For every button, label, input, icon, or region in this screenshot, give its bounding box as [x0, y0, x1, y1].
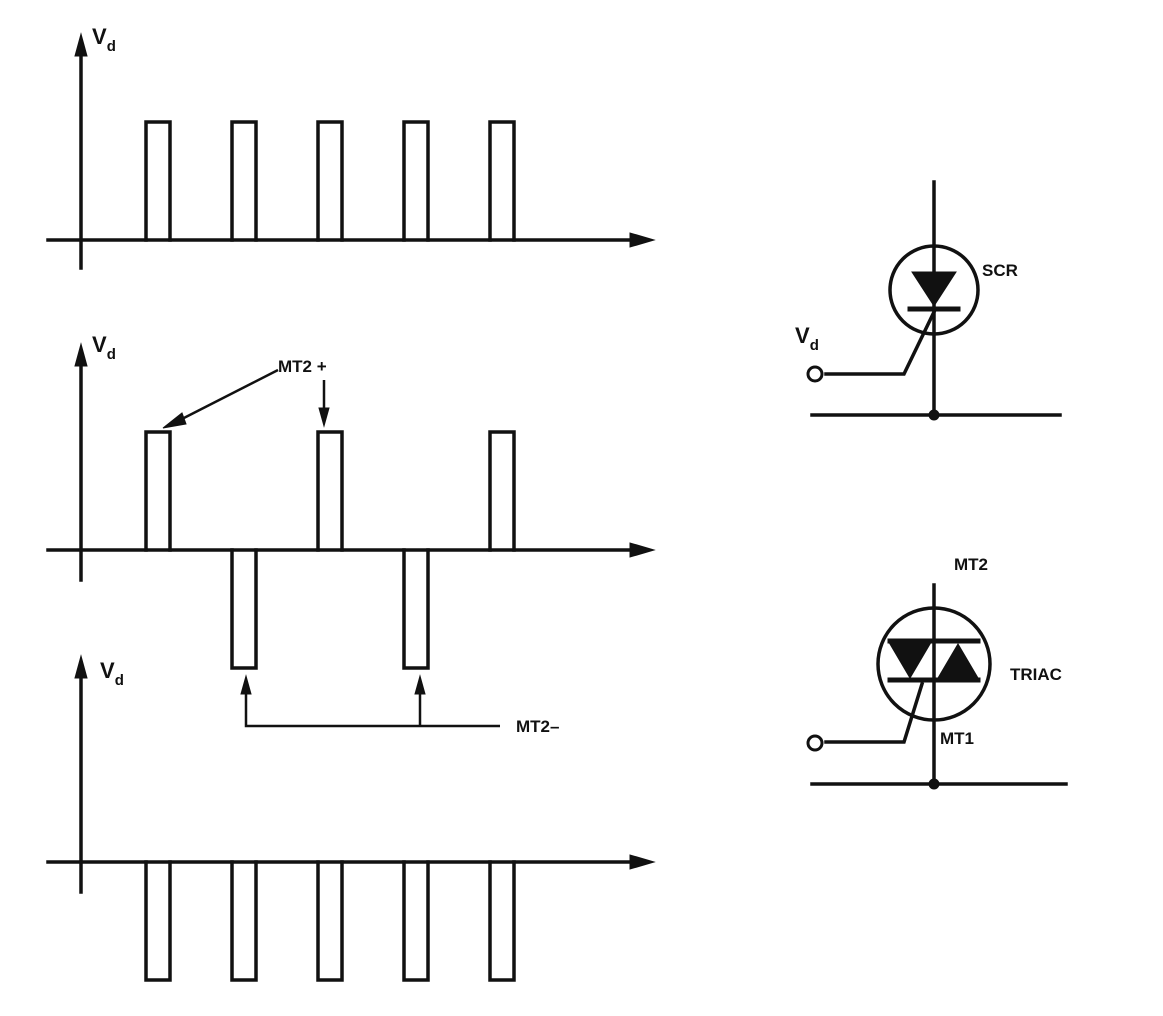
y-axis-arrowhead-3 [74, 654, 88, 679]
mt2-minus-leader [244, 692, 500, 728]
triac-left-triangle-icon [889, 643, 931, 679]
positive-pulse-1 [144, 430, 172, 552]
positive-pulse-1 [144, 120, 172, 242]
mt2-minus-label: MT2– [516, 717, 559, 736]
negative-pulse-5 [488, 860, 516, 982]
pulse-train-3 [144, 860, 516, 982]
scr-symbol: SCR Vd [795, 180, 1062, 421]
triac-mt1-label: MT1 [940, 729, 974, 748]
y-axis-arrowhead-2 [74, 342, 88, 367]
mt2-plus-leader-left [177, 368, 279, 423]
positive-pulse-3 [316, 120, 344, 242]
scr-envelope-circle [888, 244, 980, 336]
positive-pulse-4 [402, 120, 430, 242]
triac-gate-terminal [806, 734, 824, 752]
negative-pulse-4 [402, 548, 430, 670]
pulse-train-1 [144, 120, 516, 242]
y-axis-label-2: Vd [92, 332, 116, 363]
negative-pulse-3 [316, 860, 344, 982]
triac-right-triangle-icon [937, 643, 979, 679]
positive-pulse-5 [488, 430, 516, 552]
x-axis-arrowhead-1 [629, 232, 656, 248]
mt2-plus-arrowhead-left [162, 412, 187, 429]
triac-symbol: MT2 TRIAC MT1 [806, 555, 1068, 790]
negative-pulse-4 [402, 860, 430, 982]
waveform-panel-1: Vd [46, 24, 656, 270]
triac-gate-lead [824, 681, 925, 744]
pulse-train-2 [144, 430, 516, 670]
waveform-panel-3: Vd [46, 654, 656, 982]
mt2-plus-label: MT2 + [278, 357, 327, 376]
mt2-minus-arrowhead-1 [240, 674, 252, 695]
y-axis-arrowhead-1 [74, 32, 88, 57]
negative-pulse-2 [230, 860, 258, 982]
scr-label: SCR [982, 261, 1018, 280]
y-axis-label-3: Vd [100, 658, 124, 689]
scr-gate-terminal [806, 365, 824, 383]
scr-junction-dot [928, 409, 940, 421]
x-axis-arrowhead-3 [629, 854, 656, 870]
negative-pulse-1 [144, 860, 172, 982]
mt2-minus-arrowhead-2 [414, 674, 426, 695]
x-axis-arrowhead-2 [629, 542, 656, 558]
negative-pulse-2 [230, 548, 258, 670]
mt2-plus-arrowhead-down [318, 407, 330, 428]
waveform-panel-2: Vd MT2 + MT2– [46, 332, 656, 736]
scr-gate-lead [824, 309, 937, 376]
triac-label: TRIAC [1010, 665, 1062, 684]
positive-pulse-2 [230, 120, 258, 242]
triac-junction-dot [928, 778, 940, 790]
triac-mt2-label: MT2 [954, 555, 988, 574]
scr-gate-label: Vd [795, 323, 819, 354]
y-axis-label-1: Vd [92, 24, 116, 55]
positive-pulse-5 [488, 120, 516, 242]
positive-pulse-3 [316, 430, 344, 552]
scr-diode-triangle-icon [911, 271, 957, 307]
triac-envelope-circle [876, 606, 992, 722]
